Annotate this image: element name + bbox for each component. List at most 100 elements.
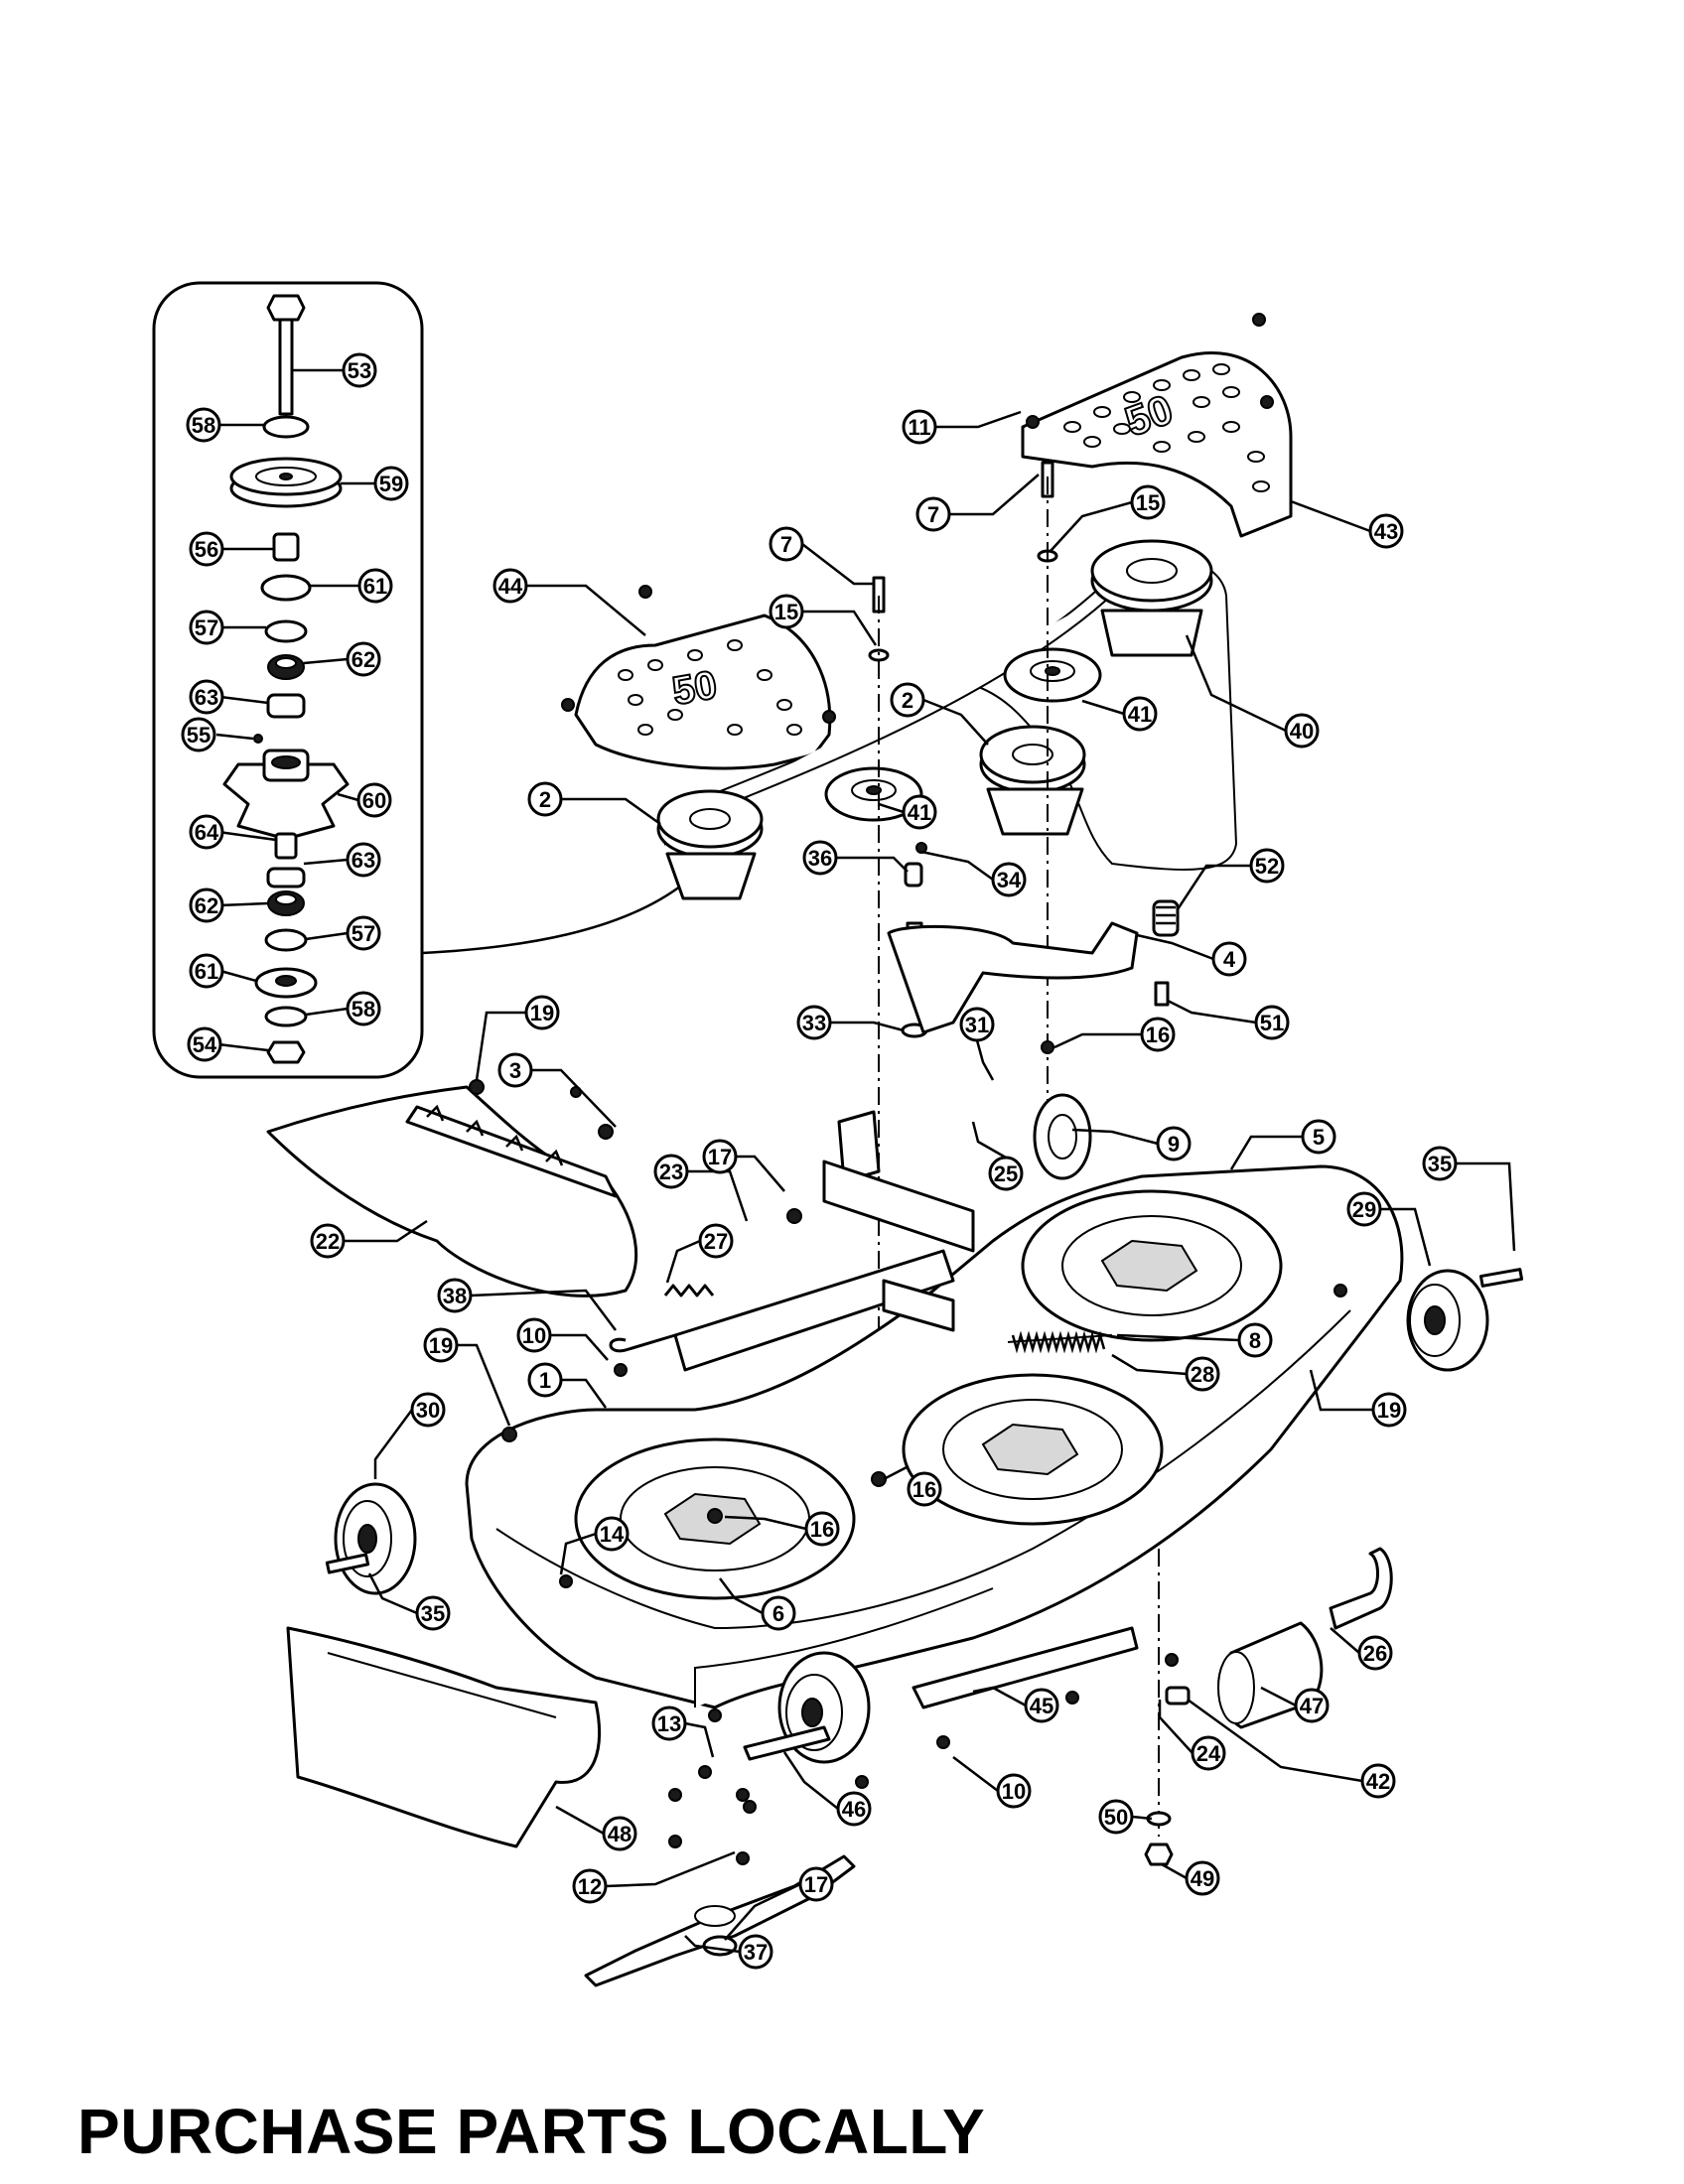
callout-33: 33 [796, 1005, 832, 1040]
callout-circle [181, 717, 216, 752]
callout-19c: 19 [1371, 1392, 1407, 1428]
callout-number: 27 [704, 1229, 728, 1254]
callout-number: 30 [416, 1398, 440, 1423]
callout-number: 15 [1136, 490, 1160, 515]
callout-circle [187, 1026, 222, 1062]
bushing-42 [1165, 1686, 1191, 1706]
spindle-pulley-left [656, 789, 764, 900]
callout-13: 13 [651, 1706, 687, 1741]
callout-number: 60 [362, 788, 386, 813]
callout-59: 59 [373, 466, 409, 501]
belt-cover-right: 50 [1021, 351, 1293, 538]
bearing-seal [260, 574, 312, 602]
front-baffle [286, 1626, 602, 1848]
spacer-lower [274, 832, 298, 860]
idler-pulley-left [824, 766, 923, 822]
cover-screws [561, 313, 1274, 724]
callout-circle [802, 840, 838, 876]
callout-number: 63 [351, 848, 375, 873]
callout-16b: 16 [907, 1471, 942, 1507]
callout-number: 28 [1191, 1362, 1214, 1387]
callout-26: 26 [1357, 1635, 1393, 1671]
blade-adapter [254, 967, 318, 999]
callout-55: 55 [181, 717, 216, 752]
callout-19a: 19 [524, 995, 560, 1030]
callout-circle [346, 641, 381, 677]
callout-circle [653, 1154, 689, 1189]
callout-62b: 62 [189, 887, 224, 923]
callout-circle [836, 1791, 872, 1827]
callout-circle [1156, 1126, 1192, 1161]
callout-number: 34 [997, 868, 1022, 892]
callout-circle [415, 1595, 451, 1631]
callout-number: 43 [1374, 519, 1398, 544]
callout-number: 44 [498, 574, 523, 599]
callout-48: 48 [602, 1816, 637, 1851]
callout-35b: 35 [415, 1595, 451, 1631]
bearing-cup-lower [266, 867, 306, 888]
callout-number: 58 [192, 413, 215, 438]
callout-number: 51 [1260, 1011, 1284, 1035]
deck-fasteners [469, 1079, 1347, 1865]
callout-circle [1024, 1688, 1059, 1723]
callout-14: 14 [594, 1516, 630, 1552]
callout-53: 53 [342, 352, 377, 388]
callout-17b: 17 [798, 1866, 834, 1902]
deck-hanger-bracket [673, 1110, 975, 1372]
callout-circle [1368, 513, 1404, 549]
callout-58b: 58 [346, 991, 381, 1026]
callout-number: 4 [1223, 947, 1236, 972]
callout-circle [346, 842, 381, 878]
callout-number: 57 [195, 615, 218, 640]
callout-15a: 15 [1130, 484, 1166, 520]
callout-number: 9 [1168, 1132, 1180, 1157]
idler-pulley-right [1003, 647, 1102, 703]
callout-number: 19 [530, 1001, 554, 1025]
callout-2a: 2 [890, 682, 925, 718]
callout-number: 31 [965, 1013, 989, 1037]
footer-purchase-parts-locally: PURCHASE PARTS LOCALLY [77, 2096, 986, 2167]
callout-number: 2 [539, 787, 551, 812]
grease-fitting-51 [1154, 981, 1170, 1007]
rear-gauge-wheel-left [1033, 1093, 1092, 1180]
callout-41a: 41 [1122, 696, 1158, 732]
callout-circle [698, 1223, 734, 1259]
washer [262, 415, 310, 439]
callout-19b: 19 [423, 1327, 459, 1363]
callout-circle [346, 991, 381, 1026]
callout-number: 25 [994, 1161, 1018, 1186]
callout-number: 54 [193, 1032, 217, 1057]
callout-10b: 10 [996, 1773, 1032, 1809]
callout-number: 64 [195, 820, 219, 845]
callout-number: 48 [608, 1822, 632, 1846]
callout-number: 6 [772, 1601, 784, 1626]
callout-37: 37 [738, 1934, 773, 1970]
callout-number: 13 [657, 1711, 681, 1736]
callout-circle [594, 1516, 630, 1552]
callout-31: 31 [959, 1007, 995, 1042]
callout-42: 42 [1360, 1763, 1396, 1799]
svg-text:50: 50 [669, 663, 720, 714]
hex-nut [266, 1040, 306, 1064]
shoulder-bolt-35b [325, 1553, 370, 1574]
callout-number: 63 [195, 685, 218, 710]
callout-17a: 17 [702, 1139, 738, 1174]
callout-circle [1301, 1119, 1336, 1155]
spindle-pulley [229, 457, 343, 508]
callout-circle [890, 682, 925, 718]
callout-number: 17 [804, 1872, 828, 1897]
callout-44: 44 [492, 568, 528, 604]
callout-circle [189, 679, 224, 715]
callout-circle [1360, 1763, 1396, 1799]
belt-cover-left: 50 [574, 614, 832, 770]
callout-circle [651, 1706, 687, 1741]
callout-circle [516, 1317, 552, 1353]
callout-number: 38 [443, 1284, 467, 1308]
callout-57a: 57 [189, 610, 224, 645]
callout-circle [902, 794, 937, 830]
callout-circle [902, 409, 937, 445]
callout-7a: 7 [915, 496, 951, 532]
callout-number: 45 [1030, 1694, 1053, 1718]
callout-40: 40 [1284, 713, 1320, 749]
